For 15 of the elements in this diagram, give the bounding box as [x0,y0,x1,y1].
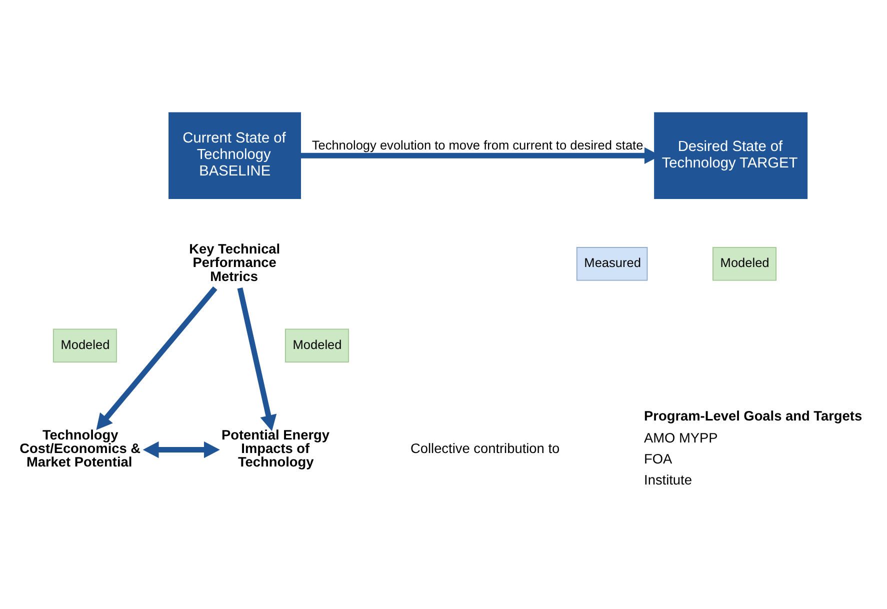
node-text: Technology Cost/Economics & Market Potential [20,427,141,470]
node-box: Modeled [285,328,349,363]
node-text: Program-Level Goals and Targets AMO MYPP FOA Institute [644,408,862,488]
node-box: Desired State of Technology TARGET [654,112,808,199]
node-text: Key Technical Performance Metrics [189,241,280,284]
node-box: Current State of Technology BASELINE [168,112,301,199]
arrow [237,287,277,432]
node-box: Measured [576,246,648,281]
arrow [96,286,218,430]
label: Collective contribution to [410,440,560,456]
node-text: Potential Energy Impacts of Technology [222,427,330,470]
edge-label: Technology evolution to move from current to desired state [312,137,644,152]
arrow [142,441,220,458]
node-box: Modeled [52,328,117,363]
node-box: Modeled [712,246,776,281]
